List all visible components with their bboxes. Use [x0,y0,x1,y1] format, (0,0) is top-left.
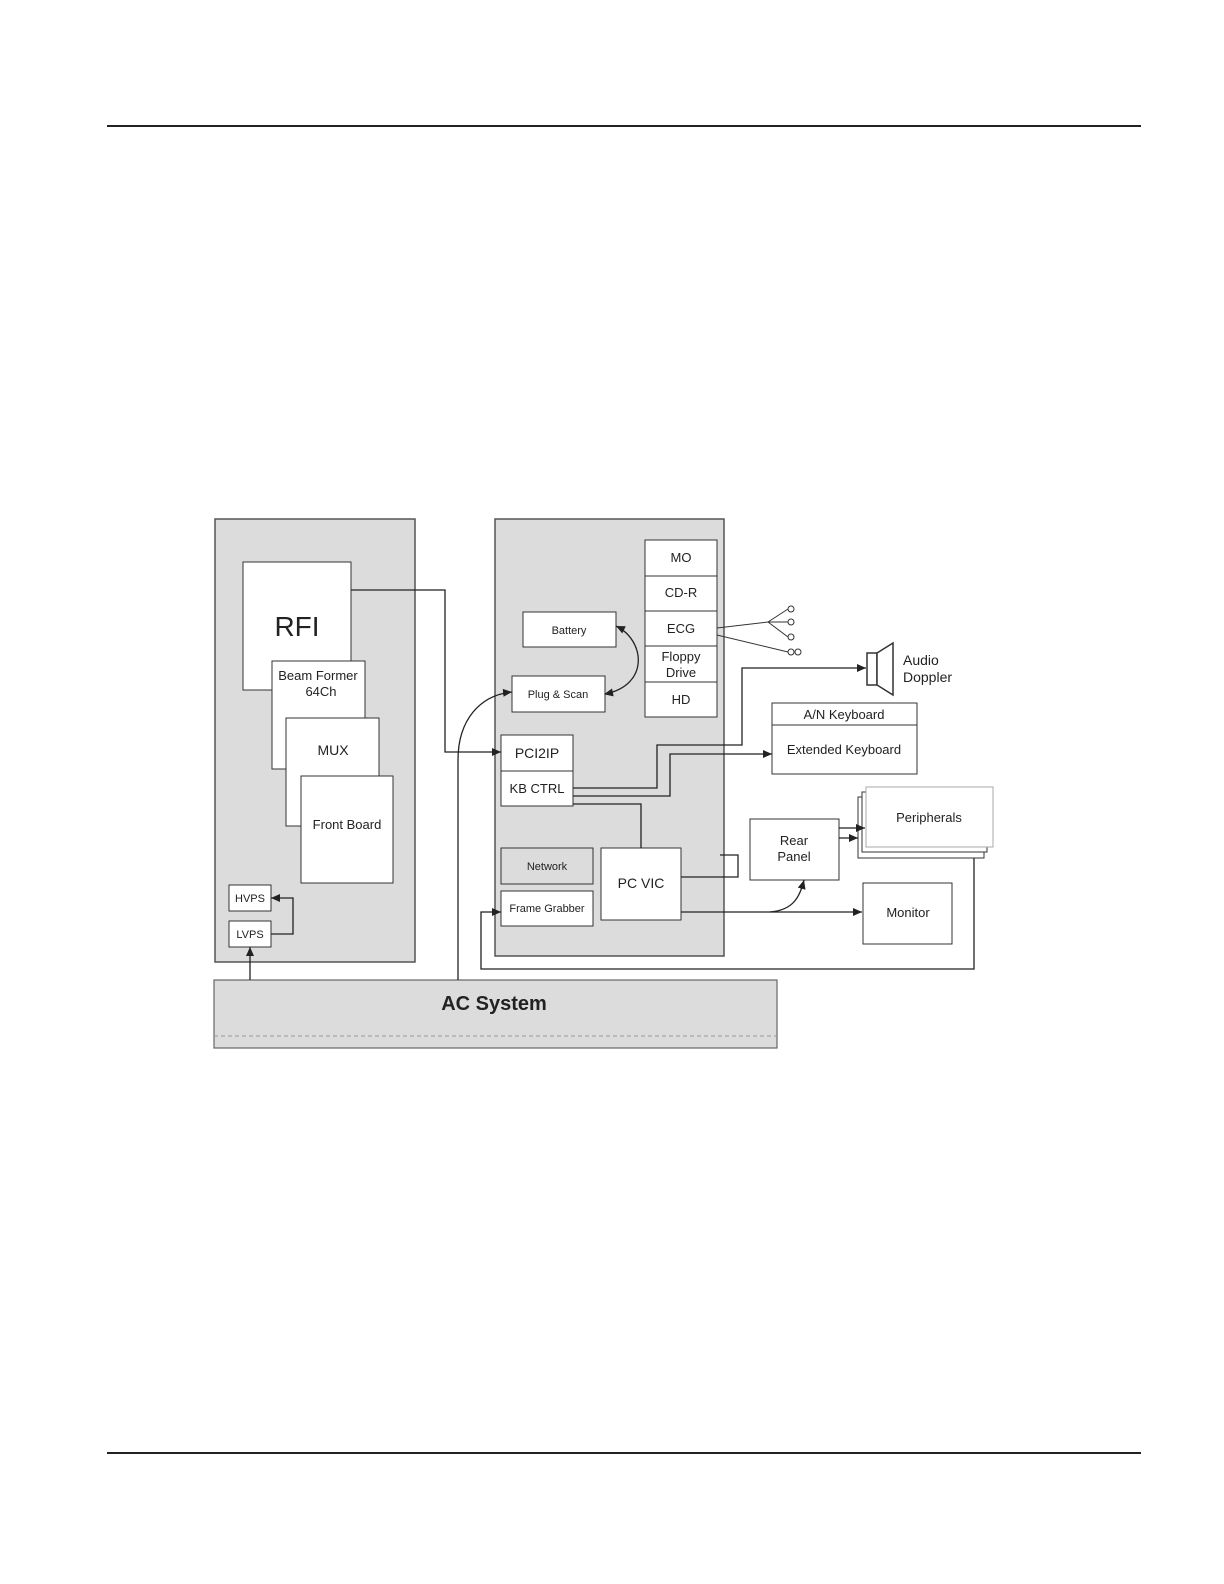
pc-vic-label: PC VIC [618,875,665,891]
extended-keyboard-label: Extended Keyboard [787,742,901,757]
pcvic-to-rear-panel-line [770,880,804,912]
floppy-label-2: Drive [666,665,696,680]
an-keyboard-label: A/N Keyboard [804,707,885,722]
mo-label: MO [671,550,692,565]
battery-label: Battery [552,625,587,637]
audio-doppler-label-2: Doppler [903,669,952,685]
rfi-label: RFI [274,611,319,642]
kb-ctrl-label: KB CTRL [510,781,565,796]
mux-label: MUX [317,742,349,758]
ecg-label: ECG [667,621,695,636]
front-board-label: Front Board [313,817,382,832]
ac-system-label: AC System [441,993,547,1015]
beam-former-label-1: Beam Former [278,668,358,683]
beam-former-label-2: 64Ch [305,684,336,699]
frame-grabber-label: Frame Grabber [509,903,585,915]
lvps-label: LVPS [236,929,263,941]
floppy-label-1: Floppy [661,649,701,664]
peripherals-label: Peripherals [896,810,962,825]
rear-panel-label-1: Rear [780,833,809,848]
rear-panel-label-2: Panel [777,849,810,864]
audio-doppler-label-1: Audio [903,652,939,668]
ecg-leads-icon [717,606,801,655]
monitor-label: Monitor [886,905,930,920]
hvps-label: HVPS [235,893,265,905]
network-label: Network [527,861,568,873]
hd-label: HD [672,692,691,707]
cdr-label: CD-R [665,585,698,600]
plug-scan-label: Plug & Scan [528,689,589,701]
pci2ip-label: PCI2IP [515,745,559,761]
speaker-icon [867,643,893,695]
